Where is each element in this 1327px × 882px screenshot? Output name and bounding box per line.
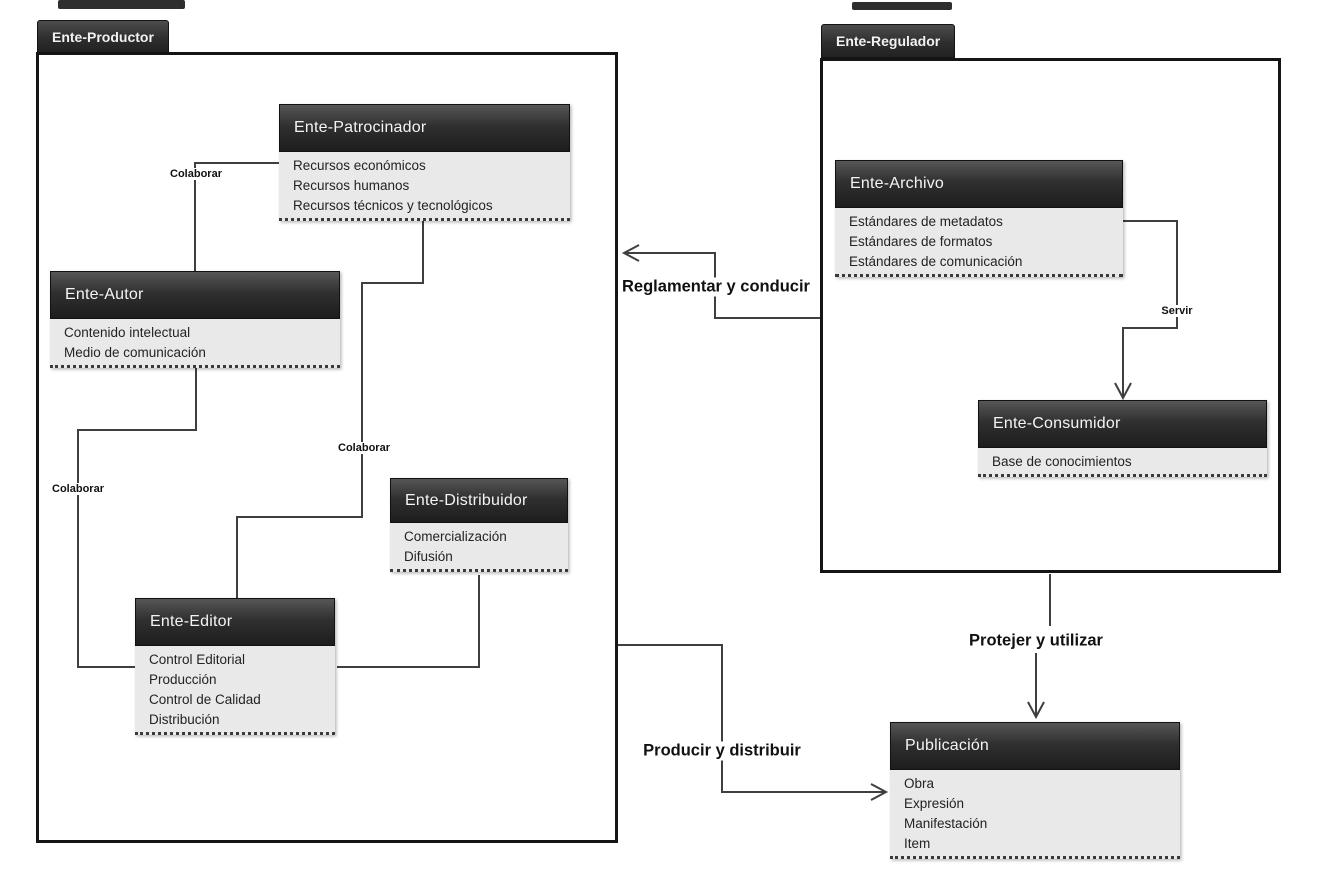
attribute: Base de conocimientos: [992, 454, 1132, 469]
class-attributes: Recursos económicos Recursos humanos Rec…: [279, 152, 570, 221]
package-body-ente-productor: [36, 52, 618, 843]
attribute: Item: [904, 836, 931, 851]
attribute: Estándares de formatos: [849, 234, 993, 249]
attribute: Distribución: [149, 712, 220, 727]
class-ente-distribuidor: Ente-Distribuidor Comercialización Difus…: [390, 478, 568, 572]
connector-distribuidor-editor: [337, 575, 480, 668]
attribute: Producción: [149, 672, 217, 687]
attribute: Manifestación: [904, 816, 988, 831]
connector-colaborar-autor-editor: [77, 368, 197, 668]
arrowhead-down-protejer-icon: [1027, 701, 1045, 720]
connector-servir: [1122, 220, 1178, 397]
class-attributes: Base de conocimientos: [978, 448, 1267, 477]
arrowhead-down-servir-icon: [1114, 382, 1132, 401]
connector-colaborar-patrocinador-editor: [236, 221, 424, 598]
class-attributes: Estándares de metadatos Estándares de fo…: [835, 208, 1123, 277]
attribute: Comercialización: [404, 529, 507, 544]
package-tab-ente-regulador: Ente-Regulador: [821, 24, 956, 58]
attribute: Obra: [904, 776, 935, 791]
class-title: Ente-Editor: [135, 598, 335, 646]
attribute: Contenido intelectual: [64, 325, 191, 340]
relation-label-colaborar-1: Colaborar: [167, 168, 225, 180]
class-title: Ente-Autor: [50, 271, 340, 319]
relation-label-colaborar-3: Colaborar: [335, 442, 393, 454]
class-attributes: Obra Expresión Manifestación Item: [890, 770, 1180, 859]
arrowhead-right-icon: [870, 783, 889, 801]
class-title: Ente-Patrocinador: [279, 104, 570, 152]
class-publicacion: Publicación Obra Expresión Manifestación…: [890, 722, 1180, 859]
relation-label-protejer: Protejer y utilizar: [966, 631, 1106, 651]
class-ente-archivo: Ente-Archivo Estándares de metadatos Est…: [835, 160, 1123, 277]
attribute: Recursos económicos: [293, 158, 426, 173]
class-ente-autor: Ente-Autor Contenido intelectual Medio d…: [50, 271, 340, 368]
package-tab-ente-productor: Ente-Productor: [37, 20, 169, 53]
class-title: Ente-Archivo: [835, 160, 1123, 208]
arrowhead-left-icon: [621, 244, 640, 262]
class-attributes: Comercialización Difusión: [390, 523, 568, 572]
class-ente-patrocinador: Ente-Patrocinador Recursos económicos Re…: [279, 104, 570, 221]
class-ente-editor: Ente-Editor Control Editorial Producción…: [135, 598, 335, 735]
class-title: Publicación: [890, 722, 1180, 770]
attribute: Control Editorial: [149, 652, 246, 667]
package-fold-regulador: [852, 2, 952, 10]
attribute: Expresión: [904, 796, 965, 811]
attribute: Recursos humanos: [293, 178, 410, 193]
class-ente-consumidor: Ente-Consumidor Base de conocimientos: [978, 400, 1267, 477]
package-label: Ente-Regulador: [836, 33, 941, 49]
attribute: Difusión: [404, 549, 453, 564]
attribute: Medio de comunicación: [64, 345, 206, 360]
attribute: Estándares de comunicación: [849, 254, 1023, 269]
class-title: Ente-Consumidor: [978, 400, 1267, 448]
package-fold-productor: [58, 0, 185, 9]
attribute: Estándares de metadatos: [849, 214, 1003, 229]
class-title: Ente-Distribuidor: [390, 478, 568, 523]
attribute: Recursos técnicos y tecnológicos: [293, 198, 493, 213]
relation-label-reglamentar: Reglamentar y conducir: [619, 277, 813, 297]
class-attributes: Control Editorial Producción Control de …: [135, 646, 335, 735]
relation-label-colaborar-2: Colaborar: [49, 483, 107, 495]
class-attributes: Contenido intelectual Medio de comunicac…: [50, 319, 340, 368]
attribute: Control de Calidad: [149, 692, 261, 707]
relation-label-servir: Servir: [1158, 305, 1196, 317]
relation-label-producir: Producir y distribuir: [640, 741, 804, 761]
package-body-ente-regulador: [820, 58, 1281, 573]
connector-colaborar-patrocinador-autor: [194, 162, 279, 271]
package-label: Ente-Productor: [52, 28, 154, 45]
connector-producir: [618, 644, 885, 793]
